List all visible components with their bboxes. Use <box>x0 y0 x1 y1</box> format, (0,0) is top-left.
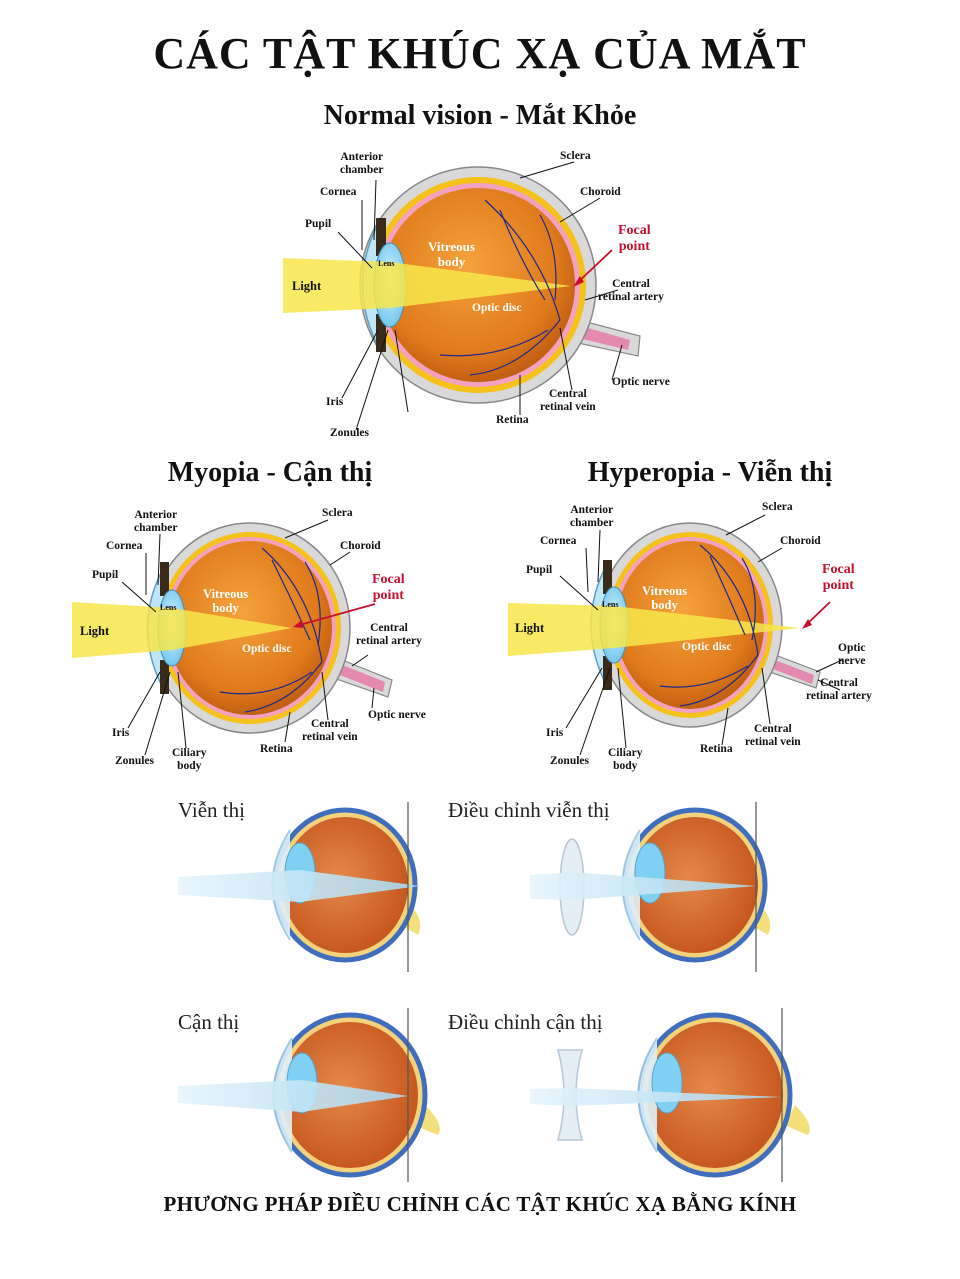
correction-diagrams <box>0 0 960 1190</box>
eye-hyperopia <box>178 802 420 972</box>
footer-caption: PHƯƠNG PHÁP ĐIỀU CHỈNH CÁC TẬT KHÚC XẠ B… <box>0 1192 960 1217</box>
eye-myopia-corrected <box>530 1008 810 1182</box>
correction-drawing <box>0 0 960 1190</box>
eye-hyperopia-corrected <box>530 802 770 972</box>
eye-myopia <box>178 1008 440 1182</box>
